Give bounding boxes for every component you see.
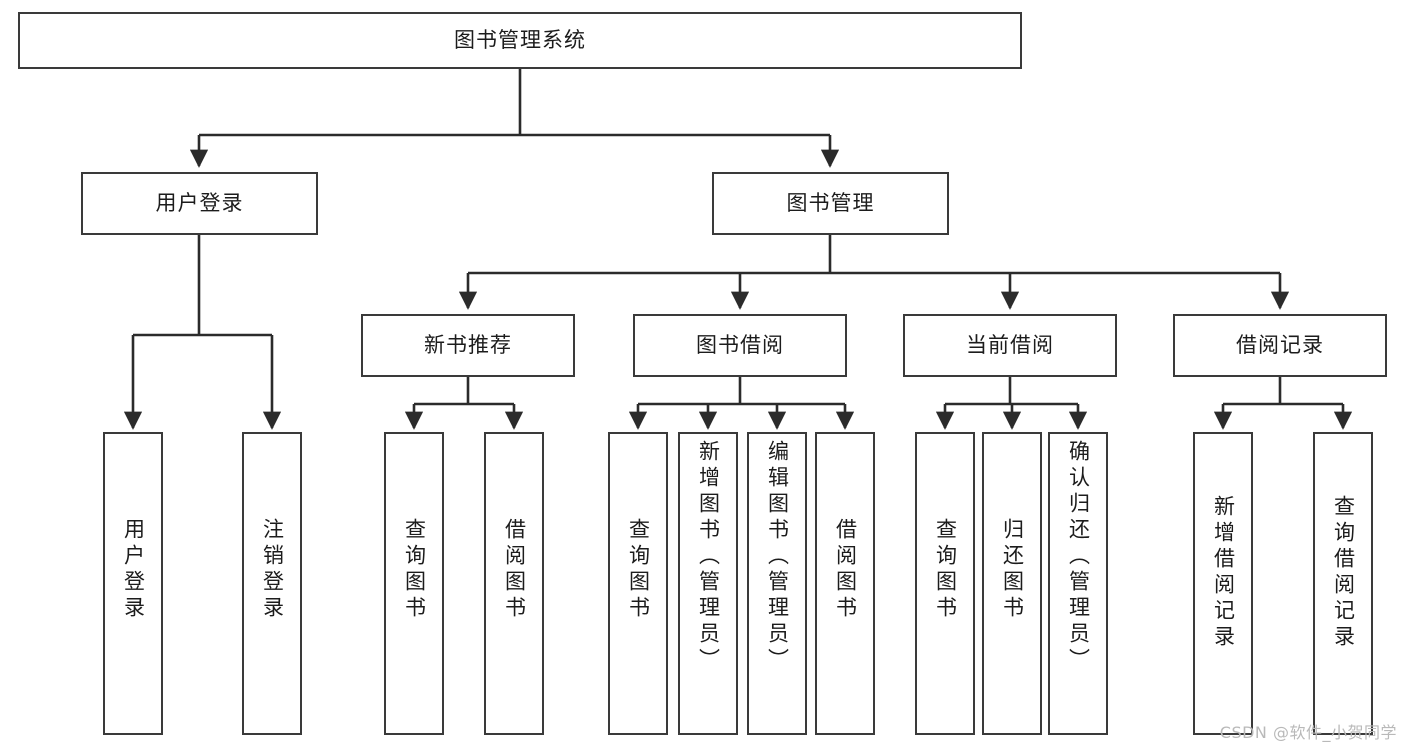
node-new-book-recommend[interactable]: 新书推荐 bbox=[361, 314, 575, 377]
leaf-logout[interactable]: 注销登录 bbox=[242, 432, 302, 735]
node-label: 编辑图书（管理员） bbox=[765, 440, 790, 674]
node-label: 图书管理 bbox=[786, 190, 875, 215]
node-book-management[interactable]: 图书管理 bbox=[712, 172, 949, 235]
node-borrow-records[interactable]: 借阅记录 bbox=[1173, 314, 1387, 377]
node-label: 查询图书 bbox=[402, 518, 427, 622]
node-label: 确认归还（管理员） bbox=[1066, 440, 1091, 674]
leaf-return-book[interactable]: 归还图书 bbox=[982, 432, 1042, 735]
node-label: 查询图书 bbox=[626, 518, 651, 622]
leaf-confirm-return-admin[interactable]: 确认归还（管理员） bbox=[1048, 432, 1108, 735]
leaf-query-book-recommend[interactable]: 查询图书 bbox=[384, 432, 444, 735]
leaf-query-book-current[interactable]: 查询图书 bbox=[915, 432, 975, 735]
node-book-borrow[interactable]: 图书借阅 bbox=[633, 314, 847, 377]
leaf-add-borrow-record[interactable]: 新增借阅记录 bbox=[1193, 432, 1253, 735]
watermark-text: CSDN @软件_小贺同学 bbox=[1219, 723, 1397, 742]
node-label: 查询借阅记录 bbox=[1331, 495, 1356, 651]
leaf-query-borrow-record[interactable]: 查询借阅记录 bbox=[1313, 432, 1373, 735]
leaf-borrow-book-recommend[interactable]: 借阅图书 bbox=[484, 432, 544, 735]
leaf-query-book-borrow[interactable]: 查询图书 bbox=[608, 432, 668, 735]
node-label: 借阅记录 bbox=[1236, 332, 1324, 357]
node-label: 新增图书（管理员） bbox=[696, 440, 721, 674]
leaf-add-book-admin[interactable]: 新增图书（管理员） bbox=[678, 432, 738, 735]
node-root-library-system[interactable]: 图书管理系统 bbox=[18, 12, 1022, 69]
node-label: 用户登录 bbox=[121, 518, 146, 622]
node-label: 当前借阅 bbox=[966, 332, 1054, 357]
node-label: 借阅图书 bbox=[502, 518, 527, 622]
node-label: 图书借阅 bbox=[696, 332, 784, 357]
leaf-user-login[interactable]: 用户登录 bbox=[103, 432, 163, 735]
node-label: 用户登录 bbox=[155, 190, 244, 215]
node-label: 新增借阅记录 bbox=[1211, 495, 1236, 651]
leaf-edit-book-admin[interactable]: 编辑图书（管理员） bbox=[747, 432, 807, 735]
node-label: 注销登录 bbox=[260, 518, 285, 622]
node-label: 归还图书 bbox=[1000, 518, 1025, 622]
node-label: 借阅图书 bbox=[833, 518, 858, 622]
node-user-login[interactable]: 用户登录 bbox=[81, 172, 318, 235]
node-label: 图书管理系统 bbox=[454, 27, 586, 52]
leaf-borrow-book[interactable]: 借阅图书 bbox=[815, 432, 875, 735]
node-label: 新书推荐 bbox=[424, 332, 512, 357]
node-label: 查询图书 bbox=[933, 518, 958, 622]
node-current-borrow[interactable]: 当前借阅 bbox=[903, 314, 1117, 377]
